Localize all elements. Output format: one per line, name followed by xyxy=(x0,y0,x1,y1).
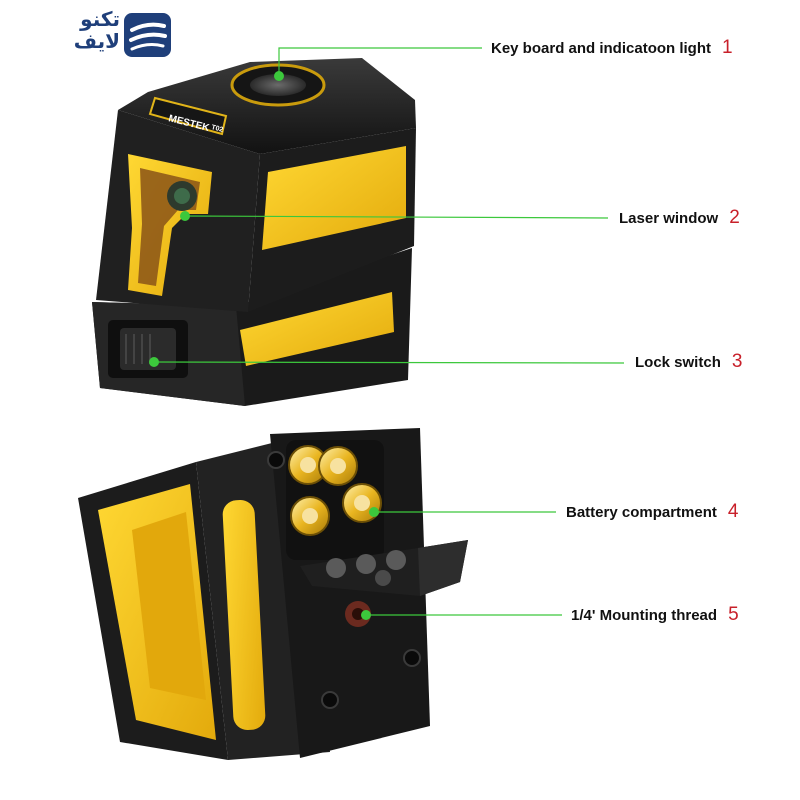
laser-level-rear xyxy=(78,428,468,760)
callout-number: 2 xyxy=(729,207,740,228)
brand-logo-icon xyxy=(124,13,171,57)
logo-line-1: تکنو xyxy=(80,7,120,31)
model-label: T02 xyxy=(211,124,225,134)
mounting-thread xyxy=(345,601,371,627)
callout-5: 1/4' Mounting thread 5 xyxy=(571,600,739,630)
laser-level-front: MESTEK T02 xyxy=(92,58,416,406)
battery-cover-open xyxy=(300,540,468,596)
callout-label: Key board and indicatoon light xyxy=(491,39,712,57)
callout-number: 3 xyxy=(731,351,743,372)
laser-window xyxy=(128,154,212,296)
callout-dots xyxy=(149,71,379,620)
side-grip-upper xyxy=(262,146,406,250)
callout-number: 4 xyxy=(727,501,739,522)
brand-logo-text: تکنو لایف xyxy=(46,8,120,52)
battery-pack xyxy=(286,440,384,560)
callout-leaders xyxy=(153,47,625,616)
callout-label: Battery compartment xyxy=(566,503,717,521)
callout-2: Laser window 2 xyxy=(619,203,740,233)
callout-label: 1/4' Mounting thread xyxy=(571,606,718,624)
callout-number: 1 xyxy=(722,37,733,58)
callout-4: Battery compartment 4 xyxy=(566,497,738,527)
callout-1: Key board and indicatoon light 1 xyxy=(491,33,733,63)
callout-label: Laser window xyxy=(619,209,719,227)
lock-switch xyxy=(108,320,188,378)
callout-3: Lock switch 3 xyxy=(635,347,742,377)
keyboard-button xyxy=(230,63,326,107)
side-grip-lower xyxy=(240,292,394,366)
callout-number: 5 xyxy=(728,604,739,625)
logo-line-2: لایف xyxy=(73,29,120,53)
callout-label: Lock switch xyxy=(635,353,721,371)
